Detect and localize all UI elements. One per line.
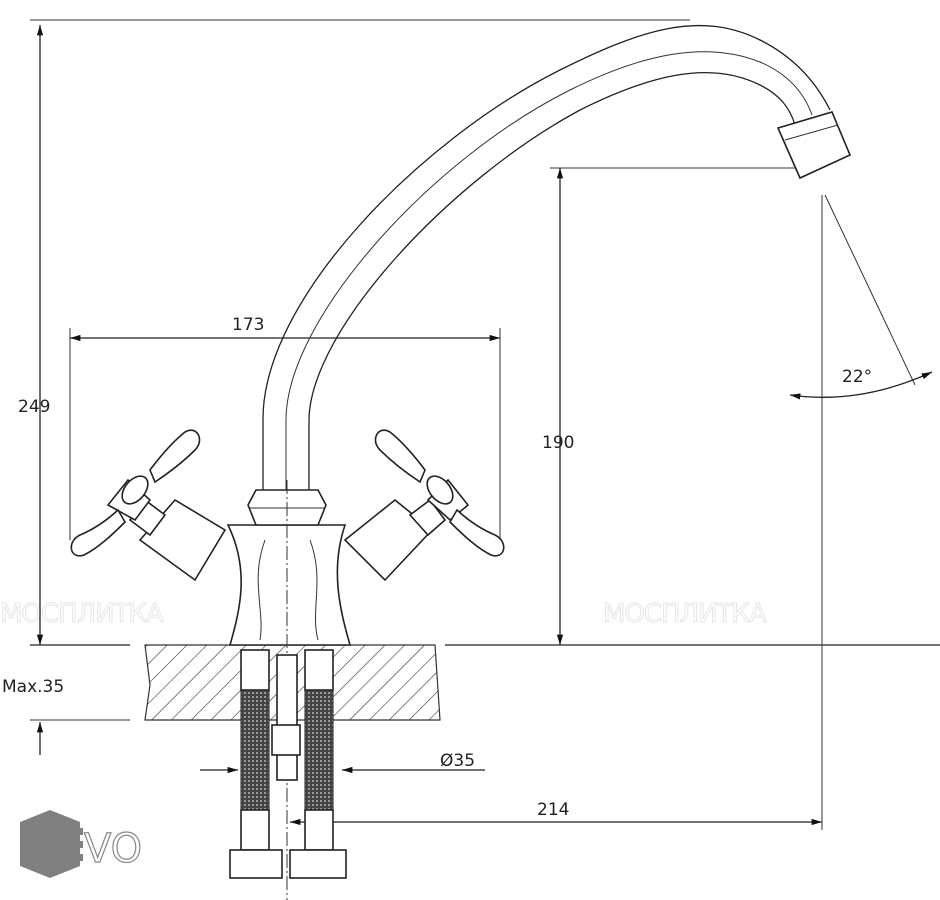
watermark-right: МОСПЛИТКА: [603, 599, 767, 629]
dimension-handle-span: 173: [69, 315, 501, 540]
dimension-spray-angle: 22°: [789, 194, 933, 400]
supply-hoses: [229, 649, 347, 879]
diameter-35-label: Ø35: [440, 751, 475, 771]
dimension-spout-reach: 214: [290, 195, 823, 830]
faucet-spout: [262, 24, 852, 490]
evo-logo: VO: [20, 810, 143, 878]
right-valve-handle: [343, 429, 505, 582]
left-valve-handle: [70, 429, 227, 582]
countertop-section: [30, 644, 940, 721]
faucet-body: [226, 480, 352, 900]
dimension-total-height: 249: [18, 19, 690, 645]
dimension-spout-height: 190: [542, 167, 800, 645]
dimension-hole-diameter: Ø35: [200, 751, 485, 774]
dimension-249-label: 249: [18, 397, 50, 417]
angle-22-label: 22°: [842, 367, 872, 387]
watermark-left: МОСПЛИТКА: [0, 599, 164, 629]
logo-text: VO: [84, 826, 142, 872]
dimension-173-label: 173: [232, 315, 264, 335]
dimension-max-thickness: Max.35: [2, 677, 64, 755]
dimension-190-label: 190: [542, 433, 574, 453]
max-35-label: Max.35: [2, 677, 64, 697]
dimension-214-label: 214: [537, 800, 569, 820]
